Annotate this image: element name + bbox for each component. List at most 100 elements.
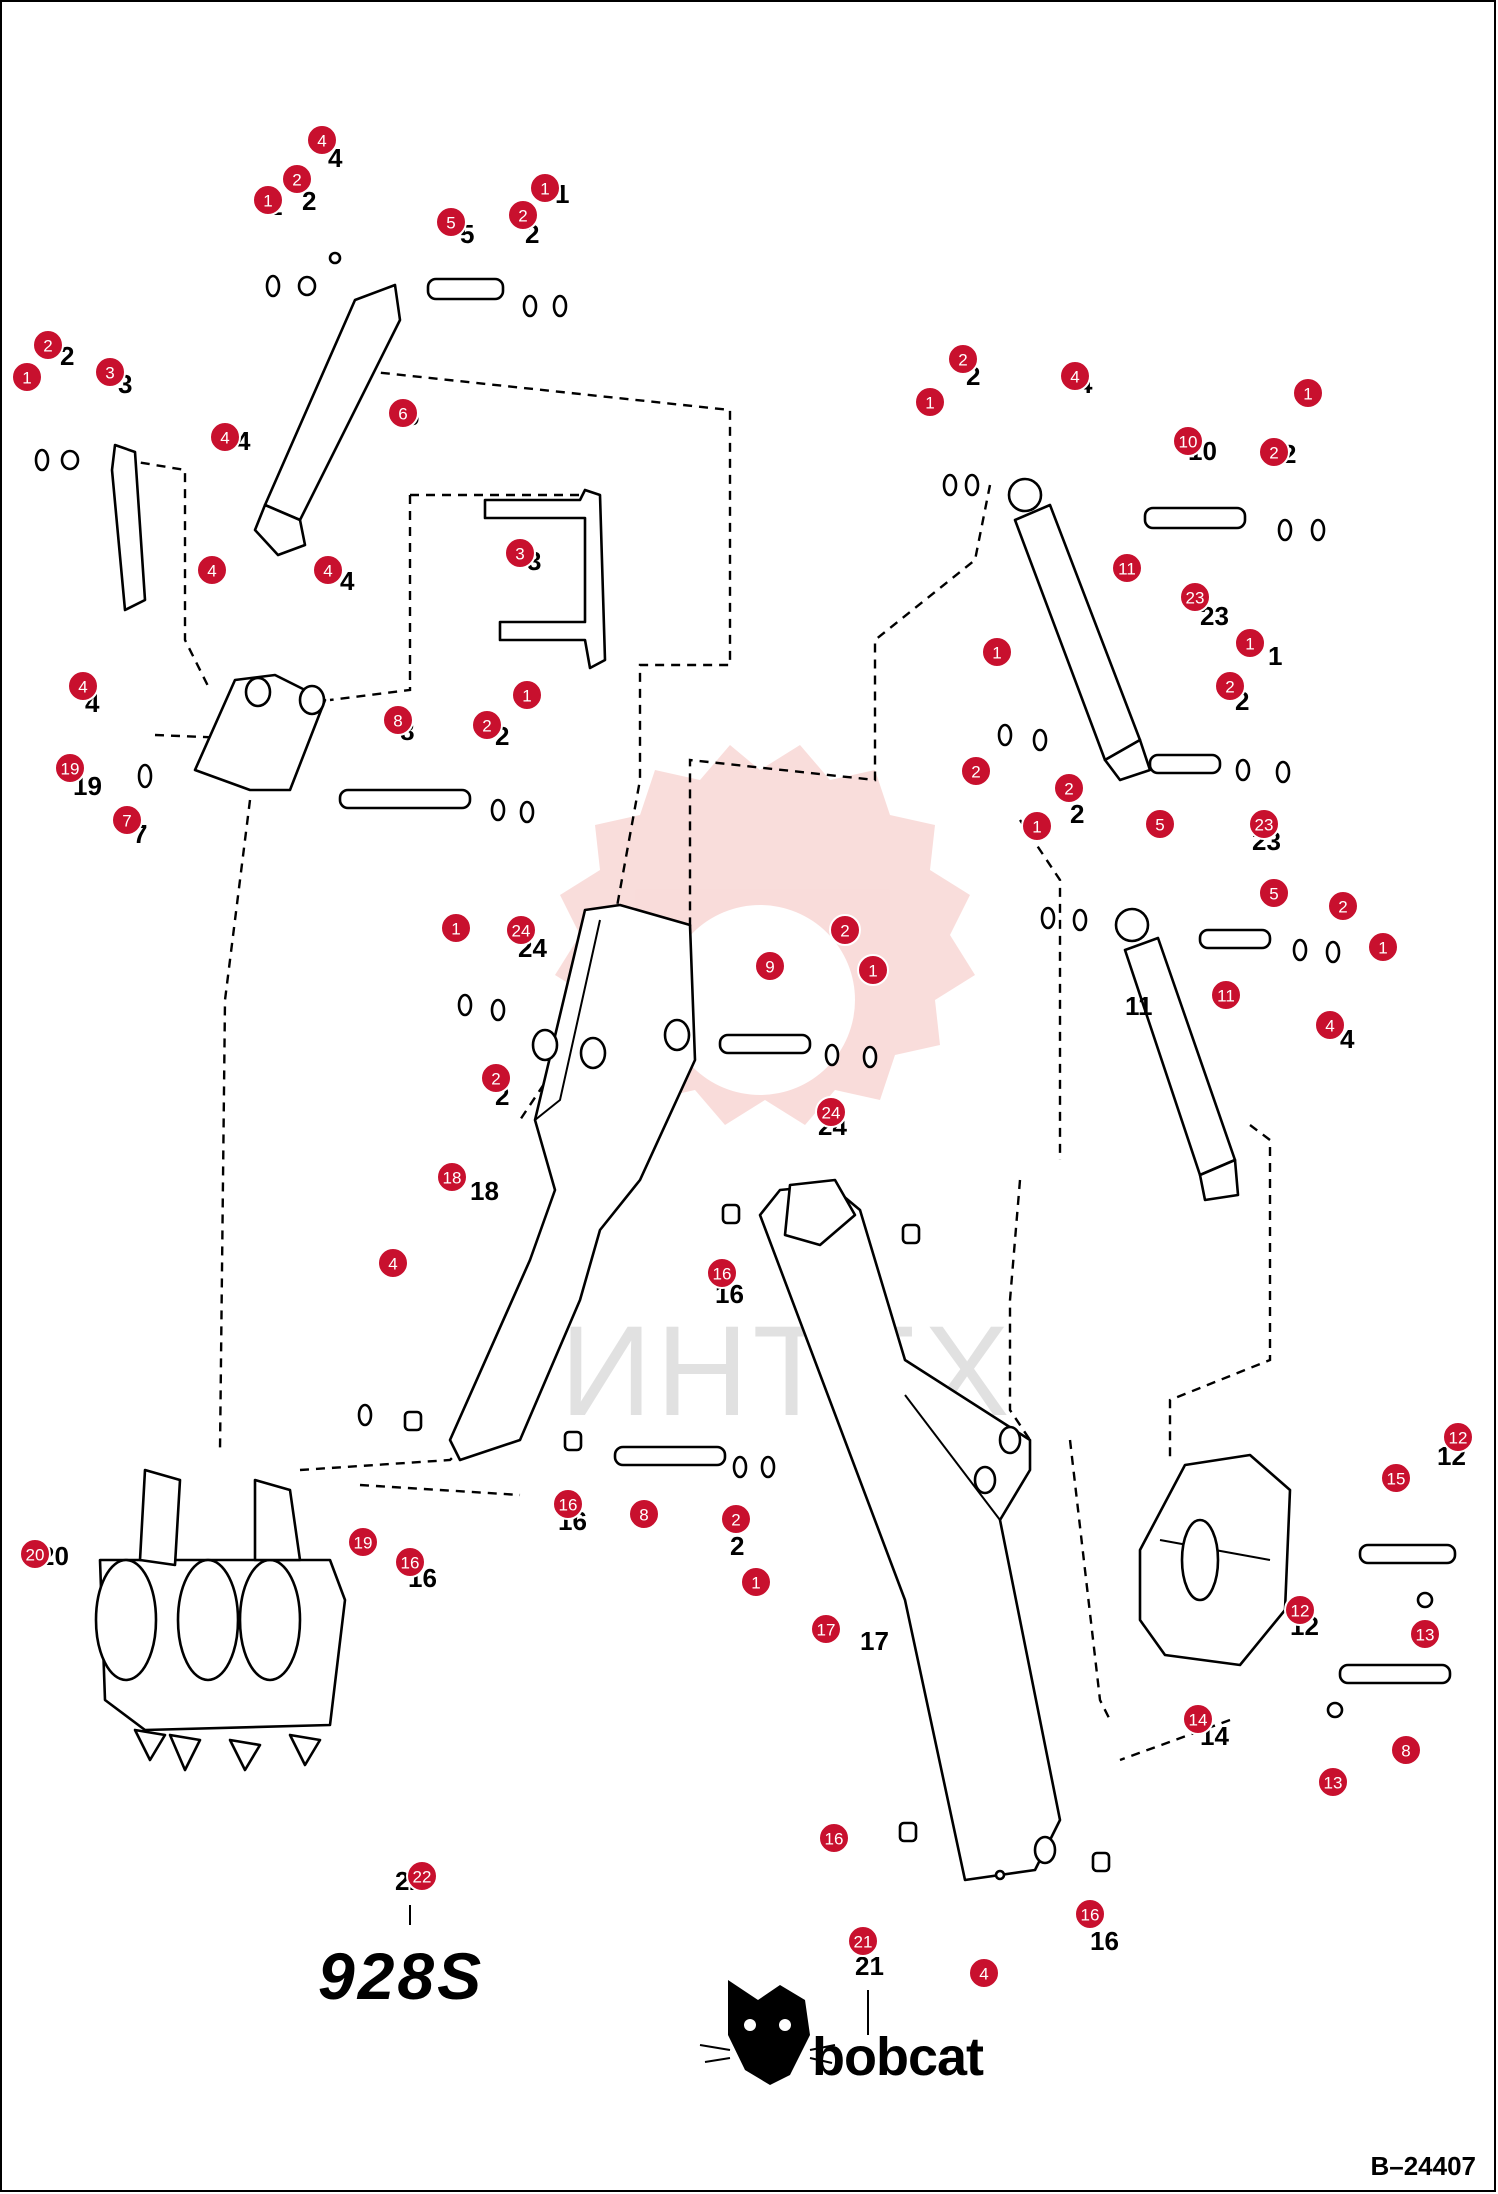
svg-text:1: 1: [540, 180, 549, 199]
svg-text:19: 19: [61, 760, 80, 779]
callout-marker: 1: [252, 184, 284, 216]
boom-base-pins: [357, 1403, 776, 1479]
callout-marker: 12: [1284, 1594, 1316, 1626]
callout-marker: 5: [435, 206, 467, 238]
svg-text:1: 1: [1245, 635, 1254, 654]
svg-text:16: 16: [1081, 1906, 1100, 1925]
svg-text:2: 2: [1064, 780, 1073, 799]
svg-text:1: 1: [22, 369, 31, 388]
callout-marker: 16: [552, 1488, 584, 1520]
u-pin: [483, 488, 607, 670]
svg-text:2: 2: [518, 207, 527, 226]
callout-marker: 1: [440, 912, 472, 944]
callout-marker: 4: [1314, 1009, 1346, 1041]
svg-text:2: 2: [731, 1511, 740, 1530]
svg-text:17: 17: [860, 1626, 889, 1656]
boom-part: [448, 903, 878, 1462]
svg-text:23: 23: [1255, 816, 1274, 835]
svg-text:21: 21: [854, 1933, 873, 1952]
svg-text:2: 2: [43, 337, 52, 356]
callout-marker: 2: [960, 755, 992, 787]
svg-text:5: 5: [446, 214, 455, 233]
callout-marker: 15: [1380, 1462, 1412, 1494]
callout-marker: 7: [111, 804, 143, 836]
svg-text:4: 4: [340, 566, 355, 596]
callout-marker: 2: [471, 709, 503, 741]
callout-marker: 2: [1053, 772, 1085, 804]
callout-marker: 2: [281, 163, 313, 195]
model-badge: 928S: [318, 1939, 485, 2013]
callout-marker: 1: [914, 386, 946, 418]
svg-text:4: 4: [979, 1965, 988, 1984]
callout-marker: 24: [505, 914, 537, 946]
svg-text:24: 24: [512, 922, 531, 941]
svg-text:2: 2: [491, 1070, 500, 1089]
callout-marker: 4: [312, 554, 344, 586]
callout-marker: 12: [1442, 1421, 1474, 1453]
svg-text:5: 5: [1155, 816, 1164, 835]
callout-marker: 4: [209, 421, 241, 453]
callout-marker: 2: [1258, 436, 1290, 468]
callout-marker: 2: [1214, 670, 1246, 702]
callout-marker: 1: [740, 1566, 772, 1598]
callout-marker: 19: [54, 752, 86, 784]
brand-name: bobcat: [812, 2027, 984, 2087]
callout-marker: 23: [1179, 581, 1211, 613]
svg-text:2: 2: [1070, 799, 1084, 829]
callout-marker: 5: [1144, 808, 1176, 840]
callout-marker: 2: [32, 329, 64, 361]
callout-marker: 19: [347, 1526, 379, 1558]
svg-text:2: 2: [1338, 898, 1347, 917]
svg-text:22: 22: [413, 1868, 432, 1887]
callout-marker: 1: [1367, 931, 1399, 963]
callout-marker: 1: [1021, 810, 1053, 842]
svg-text:10: 10: [1179, 433, 1198, 452]
svg-text:2: 2: [1269, 444, 1278, 463]
svg-text:12: 12: [1291, 1602, 1310, 1621]
callout-marker: 16: [818, 1822, 850, 1854]
svg-text:18: 18: [470, 1176, 499, 1206]
svg-text:18: 18: [443, 1169, 462, 1188]
callout-marker: 4: [306, 124, 338, 156]
link-part: [34, 443, 147, 612]
svg-text:1: 1: [522, 687, 531, 706]
callout-marker: 16: [1074, 1898, 1106, 1930]
svg-text:1: 1: [925, 394, 934, 413]
callout-marker: 10: [1172, 425, 1204, 457]
bucket-part: [94, 1468, 347, 1772]
svg-text:2: 2: [60, 341, 74, 371]
svg-text:16: 16: [713, 1265, 732, 1284]
svg-text:2: 2: [1225, 678, 1234, 697]
svg-text:4: 4: [1070, 368, 1079, 387]
svg-text:11: 11: [1118, 560, 1136, 579]
callout-marker: 2: [1327, 890, 1359, 922]
bobcat-logo-icon: [699, 1980, 836, 2085]
svg-text:8: 8: [639, 1506, 648, 1525]
callout-marker: 14: [1182, 1703, 1214, 1735]
svg-text:2: 2: [971, 763, 980, 782]
svg-text:9: 9: [765, 958, 774, 977]
svg-text:11: 11: [1217, 987, 1235, 1006]
svg-text:16: 16: [401, 1554, 420, 1573]
callout-marker: 8: [382, 704, 414, 736]
callout-marker: 20: [19, 1538, 51, 1570]
svg-text:1: 1: [263, 192, 272, 211]
svg-text:16: 16: [1090, 1926, 1119, 1956]
svg-text:8: 8: [393, 712, 402, 731]
top-cylinder-assembly: [253, 251, 568, 557]
svg-text:5: 5: [1269, 885, 1278, 904]
callout-marker: 22: [406, 1860, 438, 1892]
svg-text:8: 8: [1401, 1742, 1410, 1761]
svg-text:15: 15: [1387, 1470, 1406, 1489]
callout-marker: 9: [754, 950, 786, 982]
callout-marker: 1: [511, 679, 543, 711]
svg-text:12: 12: [1449, 1429, 1468, 1448]
callout-marker: 16: [394, 1546, 426, 1578]
callout-marker: 4: [1059, 360, 1091, 392]
callout-marker: 1: [11, 361, 43, 393]
svg-text:3: 3: [105, 364, 114, 383]
svg-text:16: 16: [825, 1830, 844, 1849]
svg-text:4: 4: [317, 132, 326, 151]
